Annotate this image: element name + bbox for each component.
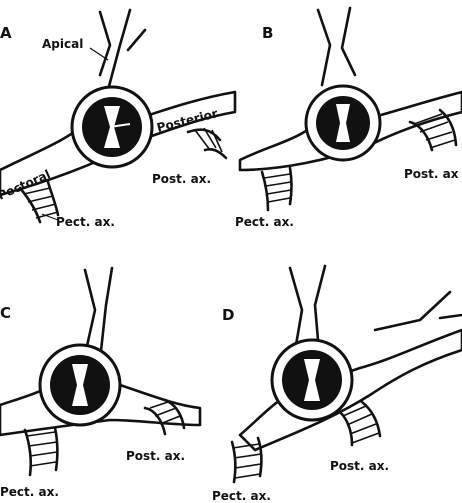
apical-branch-right-c <box>100 268 112 360</box>
label-post-ax-b: Post. ax <box>404 167 459 181</box>
leader-apical <box>90 48 108 60</box>
label-post-ax-c: Post. ax. <box>126 449 185 463</box>
label-pect-ax-b: Pect. ax. <box>235 215 294 229</box>
label-pect-ax-a: Pect. ax. <box>56 215 115 229</box>
apical-branch-right-d <box>315 266 325 340</box>
post-ax-vessel-a <box>188 128 226 158</box>
panel-c: C Post. ax. Pect. ax. <box>0 268 200 499</box>
apical-branch-d-upper <box>375 292 450 330</box>
label-pect-ax-c: Pect. ax. <box>0 485 59 499</box>
panel-letter-b: B <box>262 24 273 42</box>
pect-ax-vessel-b <box>262 168 292 210</box>
apical-branch-left-c <box>85 270 95 355</box>
panel-letter-a: A <box>0 24 12 42</box>
apical-branch-right-b <box>342 8 355 75</box>
label-pect-ax-d: Pect. ax. <box>212 489 271 503</box>
label-apical: Apical <box>42 37 83 51</box>
panel-d: D Post. ax. Pect. ax. <box>212 266 462 503</box>
label-post-ax-d: Post. ax. <box>330 459 389 473</box>
apical-branch-left-b <box>318 10 330 85</box>
pect-ax-vessel-c <box>25 428 57 475</box>
pect-ax-vessel-d <box>232 438 261 482</box>
apical-branch-left <box>100 12 110 75</box>
apical-twig-d <box>440 315 462 318</box>
panel-a: A Apical Posterior Pectoral Post. ax. Pe… <box>0 10 235 229</box>
label-post-ax-a: Post. ax. <box>152 172 211 186</box>
apical-branch-left-d <box>290 268 302 345</box>
panel-letter-c: C <box>0 304 11 322</box>
apical-twig <box>128 30 145 50</box>
panel-b: B Post. ax Pect. ax. <box>235 8 462 229</box>
panel-letter-d: D <box>222 306 234 324</box>
